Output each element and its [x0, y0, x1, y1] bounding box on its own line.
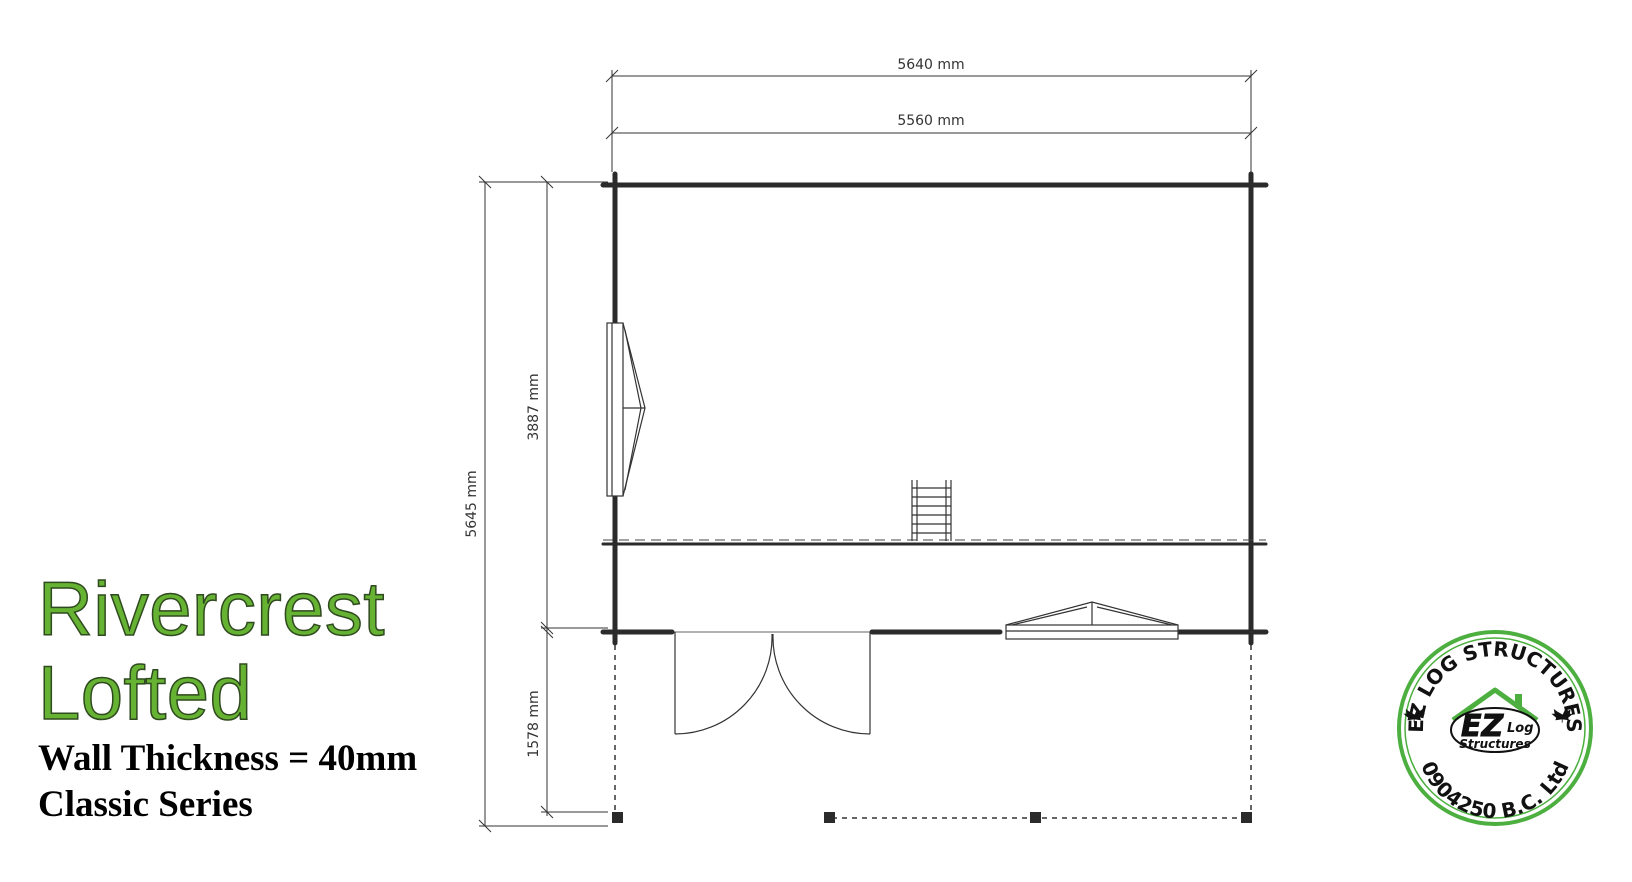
maple-leaf-icon [1403, 708, 1573, 723]
loft-edge [601, 539, 1268, 546]
dimension-porch-depth [540, 632, 608, 819]
model-name-line-1: Rivercrest [37, 567, 386, 653]
logo-tagline: Structures [1459, 737, 1530, 751]
double-door [672, 631, 872, 735]
logo-mark: EZ [1461, 709, 1504, 744]
dimension-cabin-depth [540, 175, 608, 639]
cabin-walls [600, 171, 1269, 646]
dimension-overall-width [605, 69, 1258, 172]
ez-log-structures-logo: EZ LOG STRUCTURES 0904250 B.C. Ltd EZ Lo… [1397, 630, 1593, 826]
house-roof-icon [1450, 687, 1540, 753]
dimension-overall-depth [478, 175, 608, 833]
porch-posts [612, 812, 1252, 823]
dimension-inner-width [605, 126, 1258, 140]
logo-mark-small: Log [1507, 721, 1534, 736]
title-block: Rivercrest Lofted Wall Thickness = 40mm … [37, 567, 498, 828]
loft-ladder [911, 480, 952, 541]
side-window [606, 322, 646, 497]
inner-width-label: 5560 mm [897, 113, 964, 129]
porch-depth-label: 1578 mm [526, 690, 542, 757]
overall-depth-label: 5645 mm [464, 470, 480, 537]
series-label: Classic Series [38, 784, 253, 825]
logo-outer-ring [1397, 630, 1593, 826]
porch-outline [614, 645, 1252, 819]
cabin-depth-label: 3887 mm [526, 373, 542, 440]
wall-thickness-label: Wall Thickness = 40mm [38, 738, 418, 779]
model-name-line-2: Lofted [37, 651, 253, 737]
front-window [1005, 601, 1179, 640]
overall-width-label: 5640 mm [897, 57, 964, 73]
